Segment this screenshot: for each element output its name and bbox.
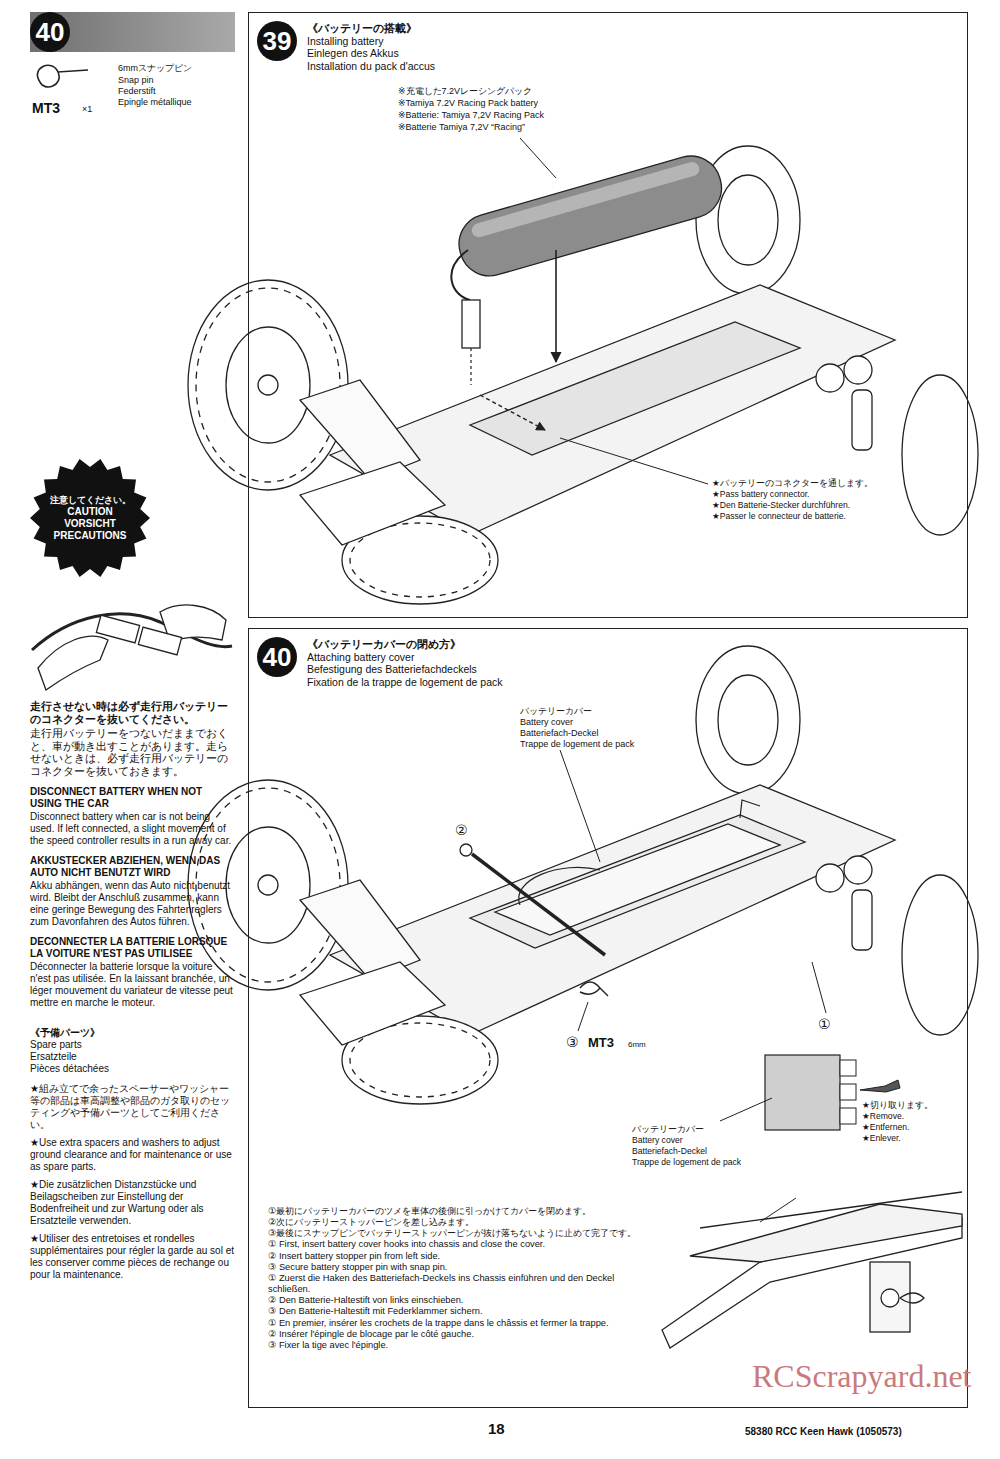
- step-title-block: 《バッテリーの搭載》Installing batteryEinlegen des…: [307, 22, 435, 72]
- warning-text: Disconnect battery when car is not being…: [30, 811, 235, 847]
- part-name: Federstift: [118, 86, 156, 97]
- callout-number: ②: [455, 822, 468, 839]
- warning-text: Déconnecter la batterie lorsque la voitu…: [30, 961, 235, 1009]
- part-name: バッテリーカバー: [632, 1124, 704, 1134]
- battery-note: ※Batterie: Tamiya 7,2V Racing Pack: [398, 110, 544, 121]
- instruction-step: ② Den Batterie-Haltestift von links eins…: [268, 1295, 653, 1306]
- section-heading: Ersatzteile: [30, 1051, 235, 1063]
- instruction-note: ★Remove.: [862, 1111, 904, 1121]
- warning-heading: 走行させない時は必ず走行用バッテリーのコネクターを抜いてください。: [30, 700, 235, 725]
- part-name: 6mmスナップピン: [118, 63, 192, 74]
- step-title: Installing battery: [307, 35, 435, 48]
- dimension: 6mm: [628, 1040, 646, 1050]
- instruction-step: ②次にバッテリーストッパーピンを差し込みます。: [268, 1217, 653, 1228]
- instruction-step: ③最後にスナップピンでバッテリーストッパーピンが抜け落ちないように止めて完了です…: [268, 1228, 653, 1239]
- warning-text: Akku abhängen, wenn das Auto nicht benut…: [30, 880, 235, 928]
- caution-text: PRECAUTIONS: [54, 530, 127, 542]
- watermark: RCScrapyard.net: [752, 1357, 972, 1395]
- instruction-step: ①最初にバッテリーカバーのツメを車体の後側に引っかけてカバーを閉めます。: [268, 1206, 653, 1217]
- part-name: Batteriefach-Deckel: [632, 1146, 707, 1156]
- instruction-step: ② Insert battery stopper pin from left s…: [268, 1251, 653, 1262]
- part-name: Snap pin: [118, 75, 154, 86]
- note-text: ★Utiliser des entretoises et rondelles s…: [30, 1233, 235, 1281]
- step-title: 《バッテリーカバーの閉め方》: [307, 638, 503, 651]
- battery-note: ※Batterie Tamiya 7,2V “Racing”: [398, 122, 525, 133]
- callout-note: ★バッテリーのコネクターを通します。: [712, 478, 873, 488]
- battery-note: ※充電した7.2Vレーシングパック: [398, 86, 532, 97]
- section-heading: 《予備パーツ》: [30, 1027, 235, 1039]
- step-number: 39: [257, 21, 297, 61]
- callout-note: ★Pass battery connector.: [712, 489, 810, 499]
- part-name: Battery cover: [520, 717, 573, 728]
- callout-number: ③: [566, 1034, 579, 1051]
- instruction-step: ① First, insert battery cover hooks into…: [268, 1239, 653, 1250]
- step-number: 40: [30, 12, 70, 52]
- step-title: 《バッテリーの搭載》: [307, 22, 435, 35]
- part-code: MT3: [32, 100, 60, 117]
- caution-starburst: 注意してください。CAUTIONVORSICHTPRECAUTIONS: [30, 456, 150, 580]
- step-panel: 39《バッテリーの搭載》Installing batteryEinlegen d…: [248, 12, 968, 618]
- part-name: Battery cover: [632, 1135, 683, 1145]
- part-name: Batteriefach-Deckel: [520, 728, 599, 739]
- instruction-step: ① Zuerst die Haken des Batteriefach-Deck…: [268, 1273, 653, 1295]
- note-text: ★Use extra spacers and washers to adjust…: [30, 1137, 235, 1173]
- caution-text: 注意してください。: [50, 494, 131, 506]
- step-title: Fixation de la trappe de logement de pac…: [307, 676, 503, 689]
- caution-text: CAUTION: [67, 506, 113, 518]
- callout-note: ★Den Batterie-Stecker durchführen.: [712, 500, 850, 510]
- note-text: ★Die zusätzlichen Distanzstücke und Beil…: [30, 1179, 235, 1227]
- caution-text-block: 注意してください。CAUTIONVORSICHTPRECAUTIONS: [30, 456, 150, 580]
- instruction-step: ③ Den Batterie-Haltestift mit Federklamm…: [268, 1306, 653, 1317]
- part-name: Trappe de logement de pack: [520, 739, 634, 750]
- page-number: 18: [488, 1420, 505, 1438]
- step-title-block: 《バッテリーカバーの閉め方》Attaching battery coverBef…: [307, 638, 503, 688]
- step-title: Befestigung des Batteriefachdeckels: [307, 663, 503, 676]
- instruction-step: ② Insérer l'épingle de blocage par le cô…: [268, 1329, 653, 1340]
- instruction-step: ① En premier, insérer les crochets de la…: [268, 1318, 653, 1329]
- part-name: バッテリーカバー: [520, 706, 592, 717]
- part-name: Trappe de logement de pack: [632, 1157, 741, 1167]
- step-title: Installation du pack d'accus: [307, 60, 435, 73]
- text-column: ①最初にバッテリーカバーのツメを車体の後側に引っかけてカバーを閉めます。②次にバ…: [268, 1206, 653, 1351]
- text-column: 走行させない時は必ず走行用バッテリーのコネクターを抜いてください。走行用バッテリ…: [30, 700, 235, 1281]
- instruction-note: ★Entfernen.: [862, 1122, 909, 1132]
- part-code: MT3: [588, 1035, 614, 1051]
- step-title: Einlegen des Akkus: [307, 47, 435, 60]
- part-name: Epingle métallique: [118, 97, 192, 108]
- instruction-step: ③ Fixer la tige avec l'épingle.: [268, 1340, 653, 1351]
- warning-heading: DISCONNECT BATTERY WHEN NOT USING THE CA…: [30, 786, 235, 810]
- step-title: Attaching battery cover: [307, 651, 503, 664]
- part-count: ×1: [82, 104, 92, 115]
- caution-text: VORSICHT: [64, 518, 116, 530]
- section-heading: Spare parts: [30, 1039, 235, 1051]
- step-number: 40: [257, 637, 297, 677]
- instruction-note: ★Enlever.: [862, 1133, 901, 1143]
- instruction-note: ★切り取ります。: [862, 1100, 933, 1110]
- battery-note: ※Tamiya 7.2V Racing Pack battery: [398, 98, 538, 109]
- callout-number: ①: [818, 1016, 831, 1033]
- step-header-bar: 40: [30, 12, 235, 52]
- instruction-step: ③ Secure battery stopper pin with snap p…: [268, 1262, 653, 1273]
- note-text: ★組み立てで余ったスペーサーやワッシャー等の部品は車高調整や部品のガタ取りのセッ…: [30, 1083, 235, 1131]
- callout-note: ★Passer le connecteur de batterie.: [712, 511, 846, 521]
- warning-text: 走行用バッテリーをつないだままでおくと、車が動き出すことがあります。走らせないと…: [30, 727, 235, 777]
- warning-heading: DECONNECTER LA BATTERIE LORSQUE LA VOITU…: [30, 936, 235, 960]
- warning-heading: AKKUSTECKER ABZIEHEN, WENN DAS AUTO NICH…: [30, 855, 235, 879]
- model-code: 58380 RCC Keen Hawk (1050573): [745, 1426, 902, 1438]
- section-heading: Pièces détachées: [30, 1063, 235, 1075]
